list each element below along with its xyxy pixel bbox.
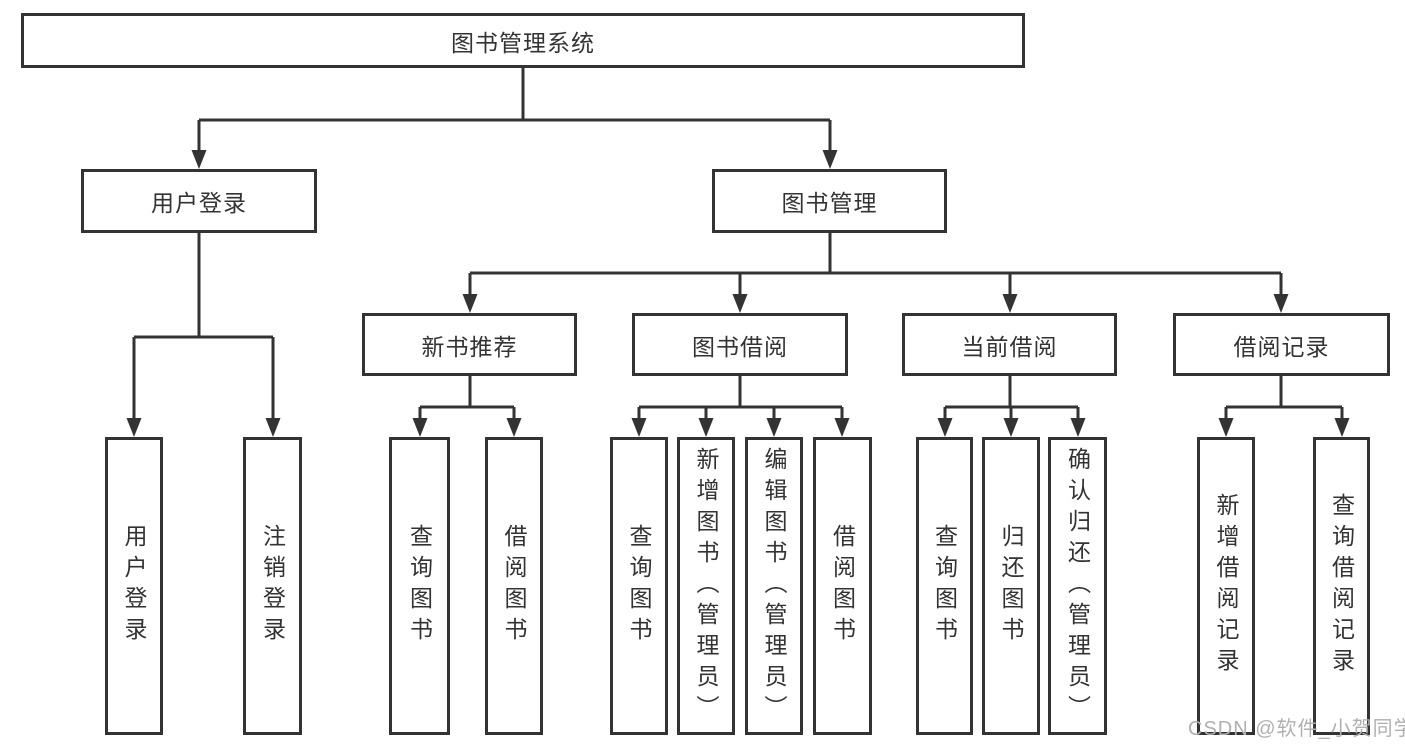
leaf-logout: 注销登录: [243, 437, 302, 735]
leaf-query-borrow-record: 查询借阅记录: [1313, 437, 1370, 735]
node-current-borrow: 当前借阅: [902, 313, 1117, 376]
connector-borrow-records-to-leaves: [1218, 376, 1350, 437]
connector-book-borrow-to-leaves: [631, 376, 850, 437]
leaf-add-book-admin-label: 新增图书（管理员）: [693, 446, 719, 726]
leaf-query-borrow-record-label: 查询借阅记录: [1328, 493, 1355, 679]
leaf-query-books-current-label: 查询图书: [931, 524, 958, 648]
node-borrow-records: 借阅记录: [1173, 313, 1390, 376]
leaf-query-books-borrow-label: 查询图书: [626, 524, 652, 648]
node-new-book-recommend: 新书推荐: [362, 313, 577, 376]
leaf-user-login: 用户登录: [105, 437, 163, 735]
leaf-edit-book-admin: 编辑图书（管理员）: [745, 437, 803, 735]
leaf-borrow-books: 借阅图书: [813, 437, 872, 735]
leaf-edit-book-admin-label: 编辑图书（管理员）: [761, 446, 787, 726]
node-book-borrow: 图书借阅: [632, 313, 848, 376]
leaf-confirm-return-admin: 确认归还（管理员）: [1048, 437, 1107, 735]
leaf-return-book-label: 归还图书: [998, 524, 1024, 648]
leaf-return-book: 归还图书: [982, 437, 1040, 735]
node-book-management: 图书管理: [712, 169, 947, 233]
connector-root-to-level1: [191, 68, 838, 169]
leaf-add-book-admin: 新增图书（管理员）: [677, 437, 735, 735]
leaf-query-books-recommend-label: 查询图书: [406, 524, 433, 648]
csdn-watermark: CSDN @软件_小贺同学: [1188, 718, 1405, 740]
leaf-logout-label: 注销登录: [259, 524, 286, 648]
leaf-query-books-current: 查询图书: [916, 437, 973, 735]
connector-current-borrow-to-leaves: [937, 376, 1086, 437]
leaf-query-books-borrow: 查询图书: [610, 437, 668, 735]
connector-new-book-rec-to-leaves: [412, 376, 522, 437]
leaf-confirm-return-admin-label: 确认归还（管理员）: [1064, 446, 1091, 726]
leaf-borrow-books-recommend: 借阅图书: [485, 437, 543, 735]
leaf-borrow-books-recommend-label: 借阅图书: [501, 524, 527, 648]
leaf-add-borrow-record: 新增借阅记录: [1197, 437, 1255, 735]
leaf-add-borrow-record-label: 新增借阅记录: [1213, 493, 1239, 679]
leaf-user-login-label: 用户登录: [121, 524, 147, 648]
connector-user-login-to-leaves: [126, 233, 281, 437]
leaf-query-books-recommend: 查询图书: [389, 437, 450, 735]
node-root-system: 图书管理系统: [21, 13, 1025, 68]
node-user-login: 用户登录: [81, 169, 317, 233]
leaf-borrow-books-label: 借阅图书: [829, 524, 856, 648]
connector-book-management-to-groups: [462, 233, 1289, 313]
